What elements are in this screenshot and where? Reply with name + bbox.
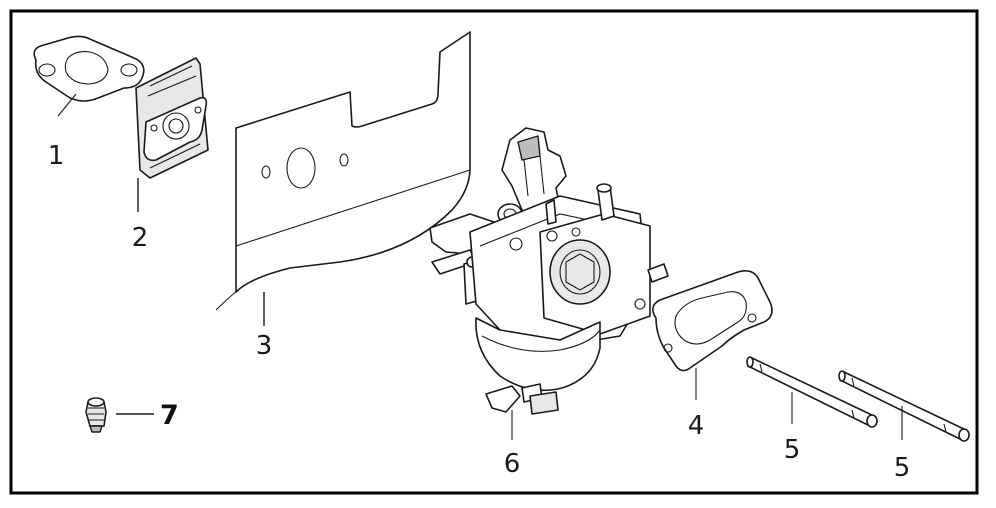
part-4-gasket xyxy=(652,270,773,400)
part-6-carburetor xyxy=(429,127,669,440)
callout-7: 7 xyxy=(160,400,179,431)
part-2-insulator xyxy=(135,57,209,179)
callout-2: 2 xyxy=(132,223,149,253)
part-1-gasket xyxy=(33,35,145,117)
callout-1: 1 xyxy=(48,141,65,171)
callout-6: 6 xyxy=(504,449,521,479)
callout-5a: 5 xyxy=(784,435,801,465)
part-3-heat-shield xyxy=(215,31,471,311)
part-7-jet xyxy=(85,397,154,433)
part-5-stud-a xyxy=(746,356,878,428)
callout-3: 3 xyxy=(256,331,273,361)
part-5-stud-b xyxy=(838,370,970,442)
callout-5b: 5 xyxy=(894,453,911,483)
callout-4: 4 xyxy=(688,411,705,441)
diagram-frame xyxy=(9,9,979,495)
